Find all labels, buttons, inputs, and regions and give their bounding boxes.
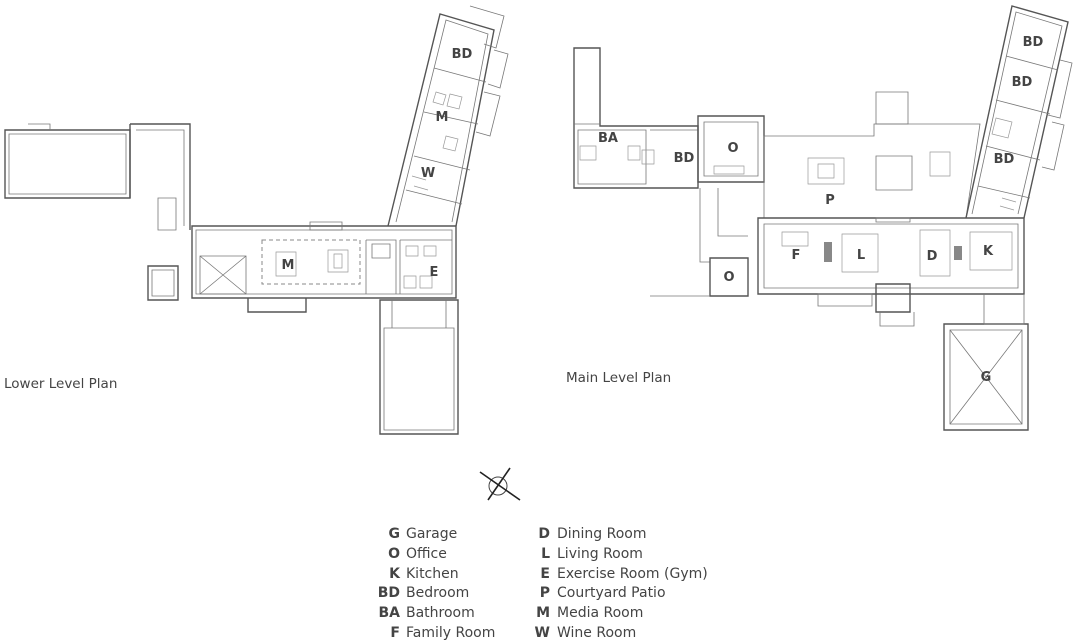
room-label-main-bd1: BD [1023,35,1044,50]
room-label-main-o-bottom: O [723,270,734,285]
legend-key: O [388,546,400,562]
legend-key: W [535,625,550,640]
legend-name: Living Room [557,546,643,562]
room-labels: BD M W M E BD BD BD BA BD O O P F L D K … [282,35,1044,385]
legend-key: E [540,566,550,582]
main-level-title: Main Level Plan [566,370,671,386]
room-label-main-k: K [983,244,994,259]
legend-name: Bedroom [406,585,469,601]
main-level-plan [573,5,1073,431]
room-label-main-p: P [825,193,835,208]
room-label-main-o-top: O [727,141,738,156]
legend-key: G [389,526,401,542]
legend-key: D [538,526,550,542]
legend-name: Dining Room [557,526,647,542]
legend-name: Courtyard Patio [557,585,666,601]
room-label-lower-w: W [421,166,435,181]
lower-level-title: Lower Level Plan [4,376,117,392]
room-label-main-bd3: BD [994,152,1015,167]
room-label-main-d: D [927,249,938,264]
room-label-lower-m-main: M [282,258,295,273]
legend-key: BA [378,605,400,621]
room-label-main-bd2: BD [1012,75,1033,90]
legend-name: Family Room [406,625,495,640]
legend-key: M [536,605,550,621]
room-label-lower-e: E [430,265,439,280]
room-label-main-l: L [857,248,865,263]
room-label-main-f: F [792,248,801,263]
legend-name: Exercise Room (Gym) [557,566,708,582]
legend-name: Media Room [557,605,643,621]
legend-name: Garage [406,526,457,542]
legend-key: K [389,566,401,582]
legend-name: Bathroom [406,605,475,621]
room-label-main-ba: BA [598,131,618,146]
legend: G Garage O Office K Kitchen BD Bedroom B… [378,526,708,640]
legend-key: F [390,625,400,640]
lower-level-plan [4,5,509,435]
legend-key: P [540,585,550,601]
legend-name: Office [406,546,447,562]
legend-name: Wine Room [557,625,636,640]
room-label-lower-bd: BD [452,47,473,62]
room-label-main-bd-west: BD [674,151,695,166]
north-arrow-icon [479,467,521,501]
legend-name: Kitchen [406,566,459,582]
room-label-main-g: G [981,370,992,385]
legend-key: BD [378,585,400,601]
legend-key: L [541,546,550,562]
room-label-lower-m-wing: M [436,110,449,125]
